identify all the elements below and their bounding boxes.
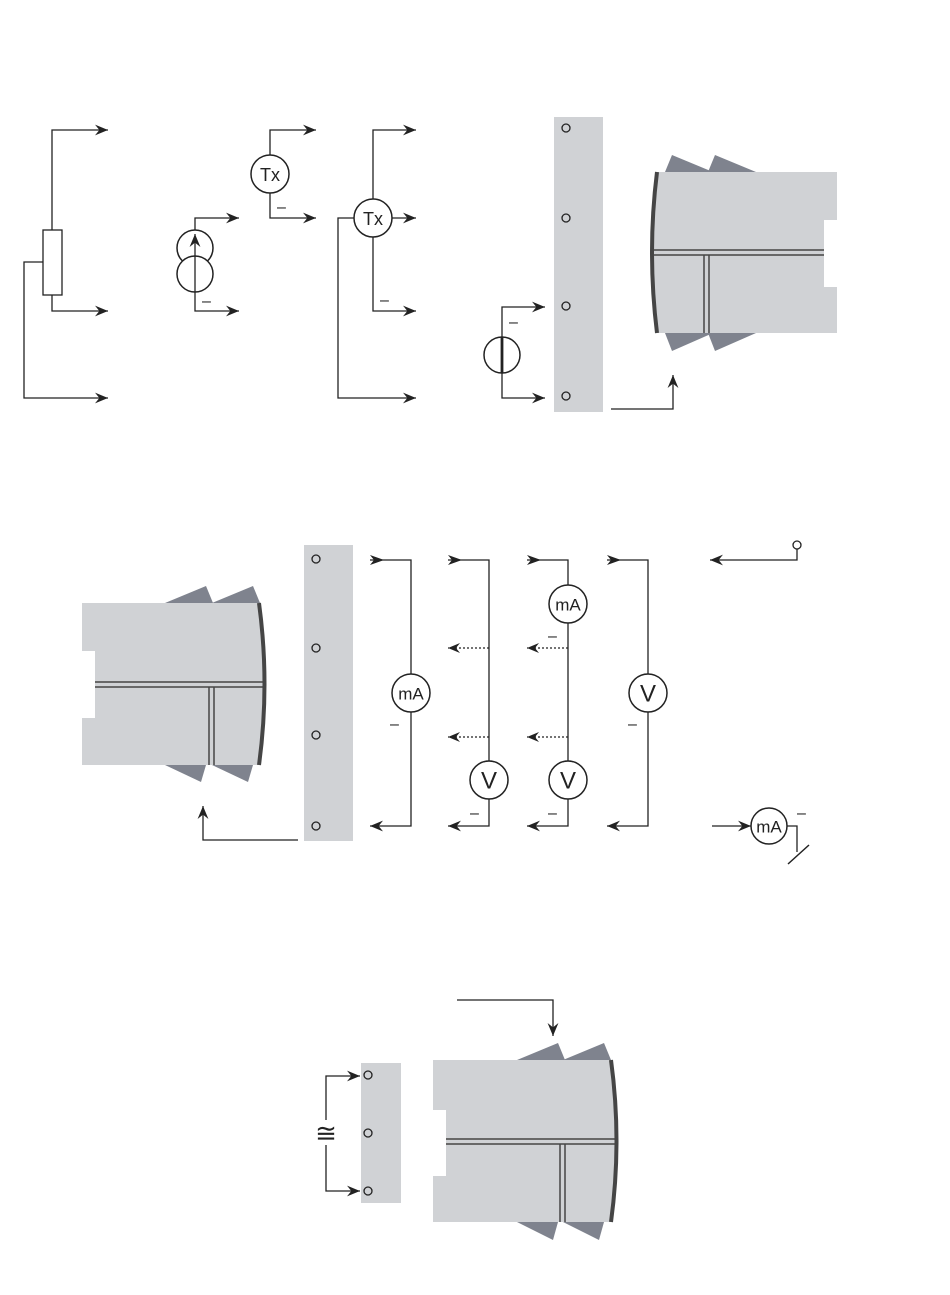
current-source-input: – [177,218,239,311]
insert-arrow-icon [611,375,673,409]
meter-label: mA [398,685,424,704]
combo-top-wire [527,560,568,585]
housing-clip [708,155,756,172]
ammeter-ground-symbol: mA – [712,805,809,864]
V-loop-top [448,560,489,761]
voltmeter-output-1: V – [448,555,508,826]
ext-minus-sign: – [509,314,518,331]
housing-clip [212,586,260,603]
housing-clip [708,333,756,351]
V-loop-bottom [448,799,489,826]
housing-body [82,603,265,765]
housing-clip [212,765,253,782]
ac-top-wire [326,1076,360,1120]
insert-arrow-icon [457,1000,553,1036]
housing-clip [665,155,713,172]
mA-loop-top [370,560,411,674]
meter-minus-sign: – [390,716,399,733]
housing-clip [165,765,206,782]
output-terminal-strip [304,545,353,841]
meter-minus-sign: – [548,628,557,645]
module-housing-bottom [432,1043,617,1240]
ac-bottom-wire [326,1145,360,1191]
input-terminal-strip [554,117,603,412]
housing-clip [517,1043,565,1060]
voltmeter-output-2: V – [607,555,667,826]
ground-icon [788,845,809,864]
pot-lower-wire [52,295,108,311]
arrowhead-icon [527,732,539,742]
ac-supply-icon: ≅ [315,1118,337,1148]
meter-minus-sign: – [548,805,557,822]
ammeter-output-1: mA – [370,555,430,826]
meter-label: mA [756,818,782,837]
arrowhead-icon [448,643,460,653]
module-housing-middle [81,586,265,782]
meter-label: V [640,681,656,708]
arrowhead-icon [448,732,460,742]
housing-clip [563,1222,604,1240]
ac-supply-wiring: ≅ [315,1076,360,1191]
V2-loop-top [607,560,648,674]
module-housing-top [652,155,838,351]
housing-clip [563,1043,611,1060]
ground-wire [787,826,797,852]
external-source-input: – [484,307,545,398]
source-minus-sign: – [202,293,211,310]
terminal-hole [793,541,801,549]
potentiometer-input [24,130,108,398]
tx3-minus-sign: – [380,292,389,309]
housing-notch [81,651,95,718]
housing-body [652,172,837,333]
terminal-strip-body [304,545,353,841]
output-wiring-section: mA – V – mA – [81,541,809,864]
arrowhead-icon [527,643,539,653]
housing-notch [824,220,838,287]
housing-notch [432,1110,446,1176]
meter-label: V [481,768,497,795]
terminal-strip-body [361,1063,401,1203]
meter-minus-sign: – [470,805,479,822]
tx2-top-wire [270,130,316,155]
transmitter-label: Tx [260,165,280,185]
housing-body [433,1060,617,1222]
tx3-supply-wire [338,218,416,398]
meter-minus-sign: – [628,716,637,733]
ext-bottom-wire [502,373,545,398]
resistor-icon [43,230,62,295]
insert-arrow-icon [203,806,298,840]
terminal-strip-body [554,117,603,412]
pot-upper-wire [52,130,108,230]
tx2-minus-sign: – [277,199,286,216]
tx3-top-wire [373,130,416,199]
meter-minus-sign: – [797,805,806,822]
power-terminal-strip [361,1063,401,1203]
housing-clip [165,586,213,603]
power-supply-section: ≅ [315,1000,617,1240]
supply-wire [710,549,797,560]
meter-label: V [560,768,576,795]
transmitter-2wire-input: Tx – [251,130,316,218]
housing-clip [517,1222,558,1240]
transmitter-3wire-input: Tx – [338,130,416,398]
transmitter-label: Tx [363,209,383,229]
housing-clip [665,333,713,351]
combined-output: mA – V – [527,555,587,826]
supply-terminal-symbol [710,541,801,560]
meter-label: mA [555,596,581,615]
pot-wiper-wire [24,262,108,398]
input-wiring-section: – Tx – Tx – – [24,117,838,412]
